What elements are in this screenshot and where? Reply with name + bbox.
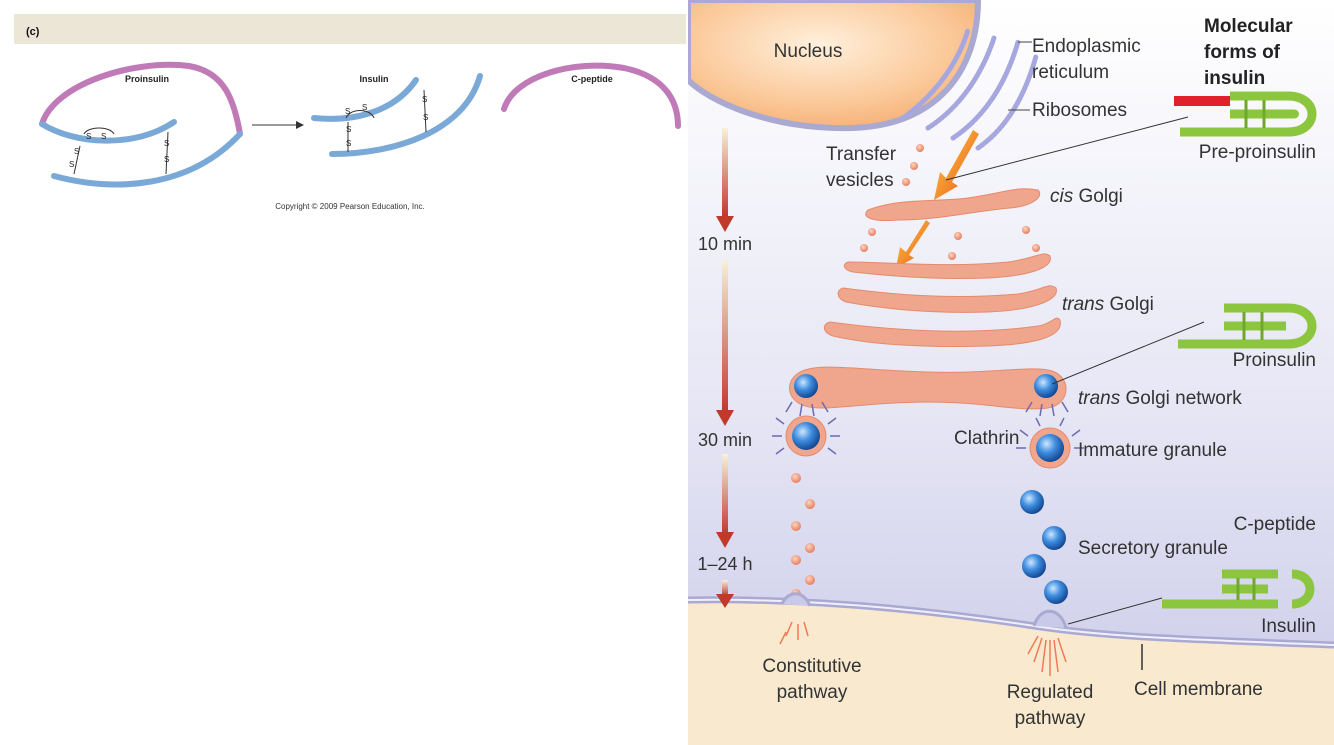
copyright-notice: Copyright © 2009 Pearson Education, Inc. <box>275 202 425 211</box>
insulin-s-3: S <box>346 125 351 134</box>
regulated-fusion-site <box>1032 609 1068 629</box>
proinsulin-s-2: S <box>101 132 106 141</box>
golgi-cisterna-2 <box>843 253 1051 280</box>
time-label-10-min: 10 min <box>698 234 752 254</box>
proinsulin-s-6: S <box>164 155 169 164</box>
time-label-30-min: 30 min <box>698 430 752 450</box>
insulin-form-label: Insulin <box>1261 616 1316 637</box>
proinsulin-bond-1 <box>73 145 81 175</box>
ribosomes-label: Ribosomes <box>1032 100 1127 121</box>
er-to-golgi-arrow <box>934 130 979 200</box>
trans-golgi-network-cisterna <box>789 366 1067 410</box>
cleavage-arrow <box>252 121 304 129</box>
proinsulin-s-3: S <box>74 147 79 156</box>
proinsulin-b-chain <box>51 131 243 188</box>
cis-golgi-cisterna <box>865 188 1041 221</box>
insulin-s-2: S <box>362 103 367 112</box>
proinsulin-intra-bond <box>83 127 115 135</box>
tgn-granule-right <box>1034 374 1058 398</box>
er-label-2: reticulum <box>1032 62 1109 83</box>
insulin-form-molecule <box>1162 569 1315 609</box>
proinsulin-s-5: S <box>164 139 169 148</box>
nucleus-label: Nucleus <box>774 41 843 62</box>
time-label-1-24-h: 1–24 h <box>697 554 752 574</box>
constitutive-pathway-label-1: Constitutive <box>762 656 861 677</box>
transfer-vesicles-label-1: Transfer <box>826 144 897 165</box>
secretory-granules <box>1020 490 1068 604</box>
constitutive-release-lines <box>779 621 809 645</box>
endoplasmic-reticulum <box>900 27 1039 151</box>
transfer-vesicle-dots <box>860 144 1040 260</box>
immature-granule-right <box>1016 417 1084 469</box>
insulin-s-4: S <box>346 139 351 148</box>
tgn-granule-left <box>794 374 818 398</box>
golgi-apparatus <box>789 188 1067 410</box>
cis-golgi-label: cis Golgi <box>1050 186 1123 207</box>
insulin-b-chain <box>329 73 483 157</box>
proinsulin-bond-2 <box>165 131 169 175</box>
insulin-intra-bond <box>345 110 375 119</box>
secretory-granule-label: Secretory granule <box>1078 538 1228 559</box>
immature-granule-label: Immature granule <box>1078 440 1227 461</box>
constitutive-fusion-site <box>780 592 812 607</box>
insulin-s-1: S <box>345 107 350 116</box>
proinsulin-leader <box>1051 321 1205 385</box>
molecular-forms-heading-1: Molecular <box>1204 16 1293 37</box>
panel-label: (c) <box>26 26 40 38</box>
cis-to-trans-arrow <box>896 220 930 268</box>
golgi-cisterna-3 <box>837 285 1057 313</box>
tgn-clathrin-spikes <box>785 401 1069 417</box>
proinsulin-cleavage-panel: (c) S S S S S S Proinsulin S S S S S S I… <box>14 14 686 211</box>
insulin-leader <box>1067 597 1163 625</box>
insulin-label: Insulin <box>360 74 389 84</box>
proinsulin-a-chain <box>39 119 177 144</box>
insulin-s-5: S <box>422 95 427 104</box>
insulin-molecule: S S S S S S <box>311 73 483 157</box>
time-axis <box>716 128 734 608</box>
proinsulin-label: Proinsulin <box>125 74 169 84</box>
trans-golgi-cisterna <box>823 317 1061 348</box>
constitutive-pathway-label-2: pathway <box>777 682 848 703</box>
insulin-secretion-pathway-diagram: Nucleus Endoplasmic reticulum Ribosomes … <box>688 0 1334 745</box>
insulin-bond-2 <box>423 89 427 133</box>
c-peptide-form-label: C-peptide <box>1234 514 1316 535</box>
c-peptide-form-piece <box>1291 569 1315 609</box>
nucleus-shape <box>688 0 982 132</box>
pre-proinsulin-molecule <box>1174 91 1317 137</box>
trans-golgi-label: trans Golgi <box>1062 294 1154 315</box>
panel-header-bar <box>14 14 686 44</box>
proinsulin-s-1: S <box>86 132 91 141</box>
immature-granule-left <box>772 415 840 457</box>
regulated-release-lines <box>1027 635 1067 676</box>
proinsulin-form-molecule <box>1178 303 1317 349</box>
insulin-s-6: S <box>423 113 428 122</box>
regulated-pathway-label-1: Regulated <box>1007 682 1094 703</box>
molecular-forms-heading-2: forms of <box>1204 42 1281 63</box>
proinsulin-s-4: S <box>69 160 74 169</box>
pre-proinsulin-leader <box>945 116 1189 181</box>
cell-membrane-label: Cell membrane <box>1134 679 1263 700</box>
pre-proinsulin-label: Pre-proinsulin <box>1199 142 1316 163</box>
er-label-1: Endoplasmic <box>1032 36 1141 57</box>
c-peptide-arc <box>501 62 681 129</box>
insulin-a-chain <box>311 77 419 122</box>
transfer-vesicles-label-2: vesicles <box>826 170 894 191</box>
proinsulin-form-label: Proinsulin <box>1233 350 1316 371</box>
molecular-forms-heading-3: insulin <box>1204 68 1265 89</box>
extracellular-space <box>688 599 1334 745</box>
regulated-pathway-label-2: pathway <box>1015 708 1086 729</box>
trans-golgi-network-label: trans Golgi network <box>1078 388 1242 409</box>
proinsulin-molecule: S S S S S S <box>39 61 243 188</box>
clathrin-label: Clathrin <box>954 428 1019 449</box>
c-peptide-label: C-peptide <box>571 74 613 84</box>
proinsulin-c-peptide-arc <box>39 61 243 137</box>
